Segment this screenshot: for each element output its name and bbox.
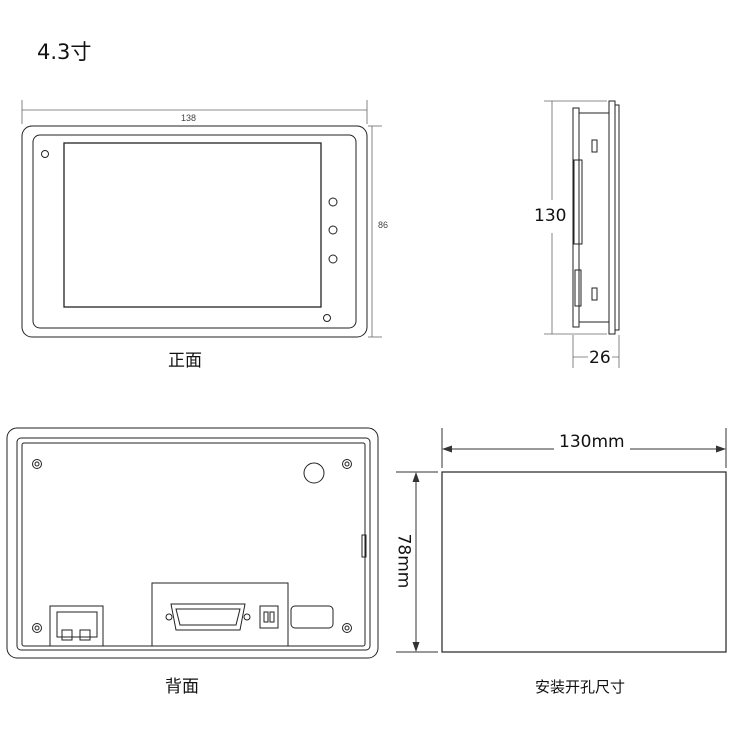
side-front-plate [608,100,616,335]
cutout-height-arrows [412,472,420,652]
back-view-caption: 背面 [165,677,199,697]
back-round-port [303,462,325,484]
back-screws [32,459,352,633]
front-indicator-2 [328,225,338,235]
front-screen [63,142,322,308]
back-view [6,427,379,659]
front-view [21,100,382,338]
back-connector-block [151,582,289,647]
page-title: 4.3寸 [37,40,92,64]
db9-port [170,603,246,631]
back-panel [21,442,366,647]
side-height-dimension [544,100,607,335]
cutout-width-arrows [442,445,726,453]
side-height-label: 130 [534,206,567,226]
back-outer-frame [6,427,379,659]
cutout-caption: 安装开孔尺寸 [535,678,626,696]
front-screw-bottom-right [323,314,331,322]
cutout-rectangle [441,471,727,653]
side-depth-label: 26 [588,348,612,368]
side-connector [573,159,583,245]
cutout-view [396,428,727,653]
cutout-height-label: 78mm [393,529,414,593]
side-body [578,112,610,323]
side-clip-top [591,139,598,153]
back-mid-frame [16,437,371,651]
front-inner-bezel [32,134,357,329]
back-dip-switch [259,605,279,629]
front-height-dimension [368,125,382,338]
front-outer-bezel [21,125,368,338]
front-view-caption: 正面 [168,351,202,371]
cutout-width-label: 130mm [554,432,630,452]
front-height-label: 86 [378,220,389,230]
side-bezel [614,104,620,331]
back-slot [290,605,334,629]
front-width-label: 138 [181,113,197,123]
side-clip-bottom [591,287,598,301]
side-view [544,100,620,368]
back-side-latch [361,534,367,558]
front-indicator-1 [328,197,338,207]
front-indicator-3 [328,254,338,264]
front-width-dimension [21,100,368,124]
front-screw-top-left [41,150,49,158]
back-power-terminal [49,605,104,647]
cutout-height-dimension [396,471,438,653]
side-port [574,269,582,307]
